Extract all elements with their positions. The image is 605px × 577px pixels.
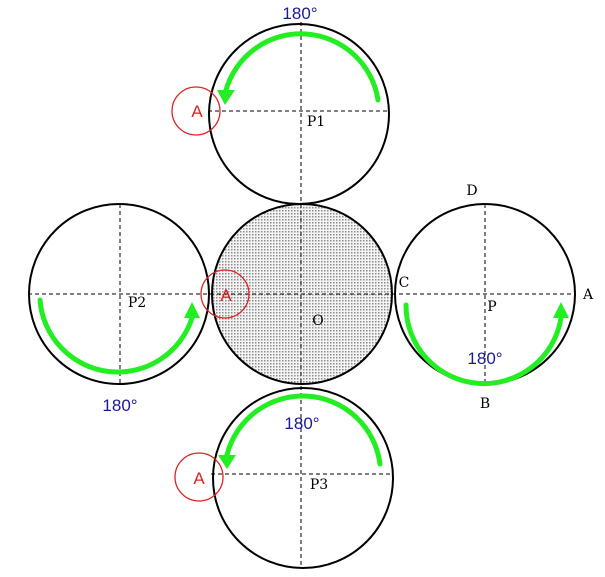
arrow-head-p2: [184, 302, 200, 318]
circle-p1: [208, 23, 390, 205]
angle-label-p1: 180°: [282, 4, 317, 23]
angle-label-p2: 180°: [102, 396, 137, 415]
marker-rings: [171, 86, 250, 502]
label-b: B: [480, 396, 490, 412]
label-p2: P2: [128, 295, 146, 311]
label-o: O: [312, 313, 323, 329]
label-p: P: [487, 299, 496, 315]
arrow-head-p3: [218, 455, 236, 469]
label-c: C: [399, 275, 410, 291]
arrow-arc-p1: [223, 31, 381, 103]
arrow-arc-p: [403, 302, 564, 387]
label-p3: P3: [310, 477, 328, 493]
angle-label-p: 180°: [467, 349, 502, 368]
arrow-head-p1: [217, 90, 235, 105]
marker-ring-p3: [174, 452, 224, 502]
label-d: D: [466, 183, 477, 199]
marker-label-p1: A: [191, 102, 203, 121]
arrow-head-p: [553, 302, 569, 318]
angle-label-p3: 180°: [284, 414, 319, 433]
arrow-arc-p3: [224, 393, 383, 467]
circle-p3: [212, 387, 394, 569]
arrow-arc-p2: [37, 297, 195, 375]
marker-ring-o: [200, 269, 250, 319]
marker-label-o: A: [220, 286, 232, 305]
dashed-axes: [28, 22, 575, 568]
rotation-arrows: [37, 31, 569, 469]
label-p1: P1: [307, 114, 325, 130]
label-a: A: [582, 287, 594, 303]
marker-ring-p1: [171, 86, 221, 136]
marker-label-p3: A: [193, 469, 205, 488]
